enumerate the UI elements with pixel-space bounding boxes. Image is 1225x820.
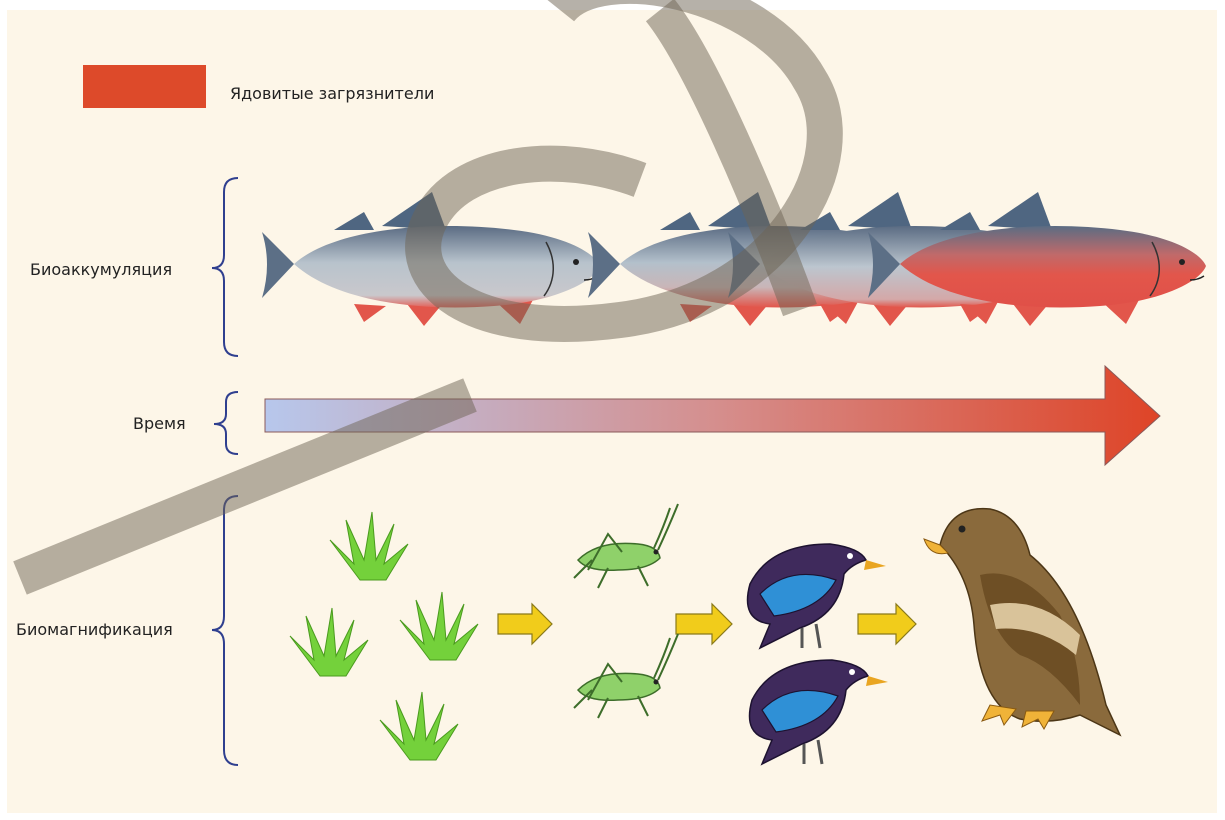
grass-icon	[330, 512, 408, 580]
bird-icon	[750, 660, 889, 764]
time-bracket	[214, 392, 238, 454]
grasshopper-icon	[574, 634, 678, 718]
eagle-icon	[924, 509, 1120, 735]
brackets	[212, 178, 238, 765]
grasshopper-icon	[574, 504, 678, 588]
grass-icon	[380, 692, 458, 760]
watermark	[20, 0, 825, 578]
biomagnification-bracket	[212, 496, 238, 765]
food-chain-arrow	[858, 604, 916, 644]
bioaccumulation-bracket	[212, 178, 238, 356]
grass-icon	[400, 592, 478, 660]
food-chain-arrow	[498, 604, 552, 644]
grass-icon	[290, 608, 368, 676]
food-chain-arrow	[676, 604, 732, 644]
